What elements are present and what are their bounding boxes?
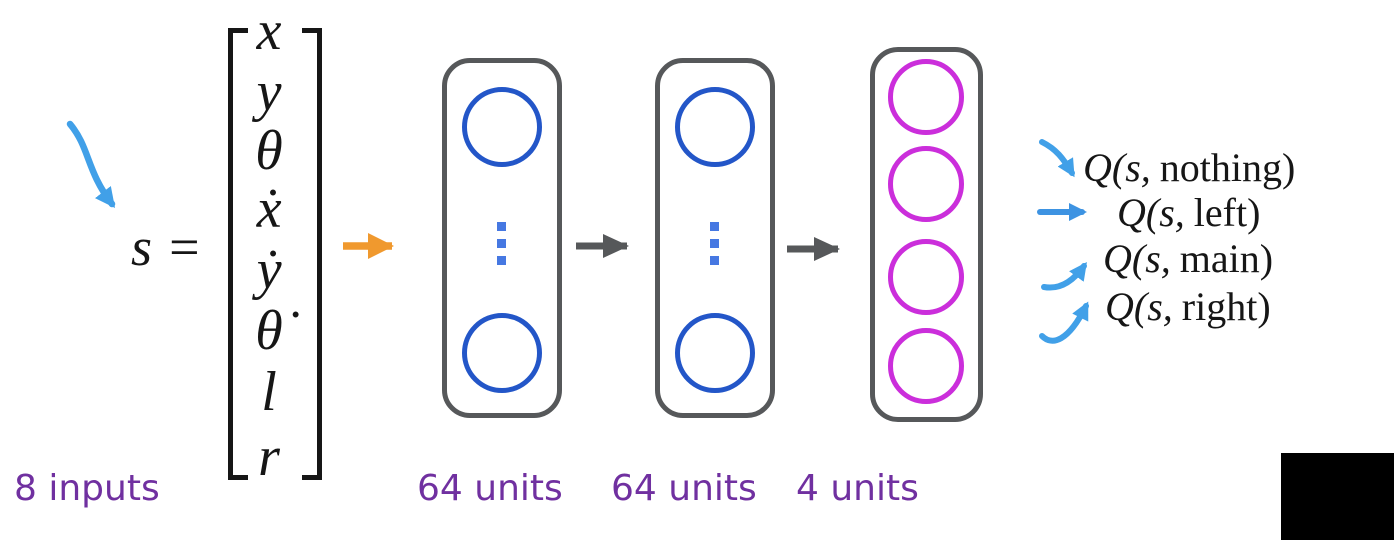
vector-entry-l: l (261, 361, 277, 423)
state-equation: s = (131, 220, 200, 274)
q-arrow-main-icon (1041, 261, 1087, 291)
label-inputs: 8 inputs (14, 468, 160, 509)
q-label-right-action: right) (1181, 284, 1271, 329)
q-label-main: Q(s,main) (1103, 237, 1273, 281)
output-layer (870, 47, 983, 422)
vector-bracket-right (302, 28, 322, 480)
q-arrow-right-icon (1039, 301, 1089, 344)
output-unit-circle-1 (888, 59, 964, 135)
hidden1-ellipsis-dots (497, 222, 506, 273)
black-corner-box (1281, 453, 1394, 540)
q-label-right: Q(s,right) (1105, 285, 1271, 329)
output-unit-circle-2 (888, 146, 964, 222)
label-output-units: 4 units (796, 468, 919, 509)
q-label-main-action: main) (1179, 236, 1274, 281)
layer-arrow-1-icon (576, 234, 629, 258)
label-hidden1-units: 64 units (417, 468, 563, 509)
q-label-nothing: Q(s,nothing) (1083, 146, 1295, 190)
hidden2-unit-top-circle (675, 87, 755, 167)
vector-entry-x: x (256, 0, 282, 62)
label-hidden2-units: 64 units (611, 468, 757, 509)
vector-entry-y: y (256, 61, 282, 123)
q-label-left-prefix: Q(s, (1117, 190, 1185, 235)
q-label-main-prefix: Q(s, (1103, 236, 1171, 281)
q-arrow-left-icon (1037, 203, 1087, 221)
vector-entry-theta: θ (255, 120, 283, 182)
hidden1-unit-top-circle (462, 87, 542, 167)
output-unit-circle-3 (888, 239, 964, 315)
vector-entry-y-dot: ẏ (256, 239, 282, 301)
q-label-left-action: left) (1193, 190, 1261, 235)
annotation-blue-arrow-icon (66, 120, 116, 208)
equals-sign: = (169, 217, 200, 277)
hidden2-unit-bottom-circle (675, 313, 755, 393)
input-arrow-icon (343, 233, 394, 259)
state-symbol: s (131, 217, 153, 277)
hidden2-ellipsis-dots (710, 222, 719, 273)
hidden-layer-1 (442, 58, 562, 418)
q-label-nothing-action: nothing) (1159, 145, 1296, 190)
vector-entry-theta-dot: θ̇ (255, 300, 283, 362)
q-label-nothing-prefix: Q(s, (1083, 145, 1151, 190)
vector-bracket-left (228, 28, 248, 480)
vector-entry-x-dot: ẋ (256, 178, 282, 240)
vector-entry-r: r (258, 426, 280, 488)
layer-arrow-2-icon (787, 237, 840, 261)
q-label-right-prefix: Q(s, (1105, 284, 1173, 329)
q-label-left: Q(s,left) (1117, 191, 1260, 235)
hidden-layer-2 (655, 58, 775, 418)
hidden1-unit-bottom-circle (462, 313, 542, 393)
output-unit-circle-4 (888, 328, 964, 404)
q-arrow-nothing-icon (1039, 139, 1075, 178)
